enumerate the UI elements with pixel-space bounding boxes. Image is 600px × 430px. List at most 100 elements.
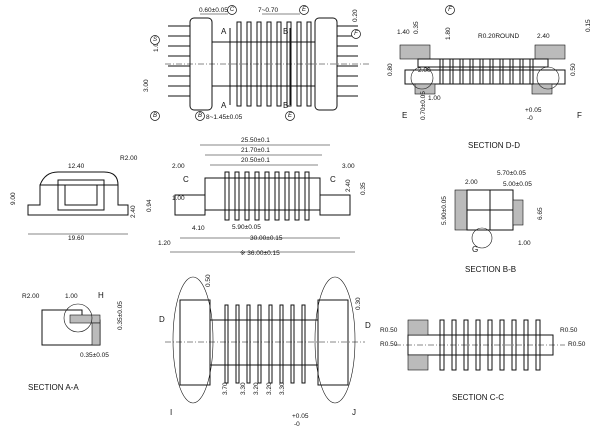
bb-dim-500: 5.00±0.05: [503, 181, 532, 188]
fc-dim-21-70: 21.70±0.1: [241, 147, 270, 154]
fin: [264, 171, 270, 221]
aa-dim-035b: 0.35±0.05: [80, 352, 109, 359]
marker-b2: B: [198, 113, 202, 119]
dim-pin-pitch: 8~1.45±0.05: [206, 114, 243, 121]
aa-dim-035: 0.35±0.05: [117, 301, 124, 330]
fc-dim-410: 4.10: [192, 225, 205, 232]
fin: [529, 58, 534, 85]
bv-label-i: I: [170, 408, 172, 417]
fin: [304, 171, 310, 221]
fin: [499, 58, 504, 85]
fin: [235, 304, 240, 384]
fc-dim-36: ※ 36.00±0.15: [240, 250, 280, 257]
fin: [284, 171, 290, 221]
dd-title: SECTION D-D: [468, 141, 520, 150]
dd-dim-round: R0.20ROUND: [478, 33, 519, 40]
fc-dim-200: 2.00: [172, 163, 185, 170]
section-a-top: A: [221, 27, 227, 36]
fc-dim-100: 1.00: [172, 195, 185, 202]
bb-label-g: G: [472, 245, 478, 254]
section-cc: R0.50 R0.50 R0.50 R0.50 SECTION C-C: [380, 319, 586, 402]
bottom-view: 0.50 0.30 D D I J 3.70 3.30 3.20 3.20 3.…: [159, 274, 371, 428]
section-a-bottom: A: [221, 101, 227, 110]
bv-dim-050: 0.50: [205, 274, 212, 287]
bv-dim-a: 3.30: [240, 382, 247, 395]
fin: [479, 58, 484, 85]
bb-dim-100: 1.00: [518, 240, 531, 247]
fin: [301, 304, 306, 384]
fin: [246, 304, 251, 384]
bv-label-d-right: D: [365, 321, 371, 330]
fin: [489, 58, 494, 85]
bv-dim-b: 3.20: [253, 382, 260, 395]
fin: [469, 58, 474, 85]
bottom-fins: [224, 304, 306, 384]
front-center-view: 25.50±0.1 21.70±0.1 20.50±0.1 3.00 2.00 …: [146, 137, 367, 257]
fc-label-c-left: C: [183, 175, 189, 184]
aa-title: SECTION A-A: [28, 383, 79, 392]
cc-dim-r050-1: R0.50: [380, 327, 398, 334]
dim-100: 1.00: [153, 39, 160, 52]
fin: [234, 171, 240, 221]
dim-020: 0.20: [352, 9, 359, 22]
fin: [290, 304, 295, 384]
fc-dim-30: 30.00±0.15: [250, 235, 283, 242]
fc-label-c-right: C: [330, 175, 336, 184]
fc-dim-120: 1.20: [158, 240, 171, 247]
dd-dim-015: 0.15: [585, 19, 592, 32]
dd-dim-180: 1.80: [445, 27, 452, 40]
cc-dim-r050-2: R0.50: [380, 341, 398, 348]
fl-dim-12-40: 12.40: [68, 163, 85, 170]
marker-f: F: [354, 31, 358, 37]
cc-dim-r050-3: R0.50: [560, 327, 578, 334]
dd-dim-240: 2.40: [537, 33, 550, 40]
fin: [224, 304, 229, 384]
bv-label-j: J: [352, 408, 356, 417]
dd-fins: [439, 58, 534, 85]
marker-s: S: [153, 37, 157, 43]
dd-label-f: F: [577, 111, 582, 120]
fc-dim-094: 0.94: [146, 199, 153, 212]
section-bb: 5.70±0.05 5.00±0.05 2.00 5.90±0.05 6.65 …: [441, 170, 544, 274]
fc-dim-25-50: 25.50±0.1: [241, 137, 270, 144]
fc-dim-590: 5.90±0.05: [232, 224, 261, 231]
marker-e: E: [302, 7, 307, 13]
dd-dim-140: 1.40: [397, 29, 410, 36]
cc-dim-r050-4: R0.50: [568, 341, 586, 348]
bv-dim-030: 0.30: [355, 297, 362, 310]
marker-b: B: [153, 113, 157, 119]
dd-dim-050: 0.50: [570, 63, 577, 76]
pins-left: [168, 25, 190, 97]
dim-060: 0.60±0.05: [199, 7, 228, 14]
fl-dim-9: 9.00: [10, 192, 17, 205]
section-b-bottom: B: [283, 101, 288, 110]
bb-title: SECTION B-B: [465, 265, 516, 274]
bv-dim-tol: +0.05: [292, 413, 309, 420]
dd-dim-035: 0.35: [413, 21, 420, 34]
fin: [274, 171, 280, 221]
bv-dim-c: 3.20: [266, 382, 273, 395]
top-view: A A B B 0.60±0.05 C 7~0.70 E 0.20 F 1.00…: [143, 5, 370, 121]
dd-dim-200: 2.00: [418, 67, 431, 74]
fin: [459, 58, 464, 85]
fc-dim-035: 0.35: [360, 182, 367, 195]
dim-300: 3.00: [143, 79, 150, 92]
fin: [224, 171, 230, 221]
bv-dim-tol2: -0: [294, 421, 300, 428]
front-fins: [224, 171, 310, 221]
fin: [509, 58, 514, 85]
dim-pitch: 7~0.70: [258, 7, 278, 14]
fc-dim-20-50: 20.50±0.1: [241, 157, 270, 164]
section-b-top: B: [283, 27, 288, 36]
bv-label-d-left: D: [159, 315, 165, 324]
bv-dim-3: 3.70: [222, 382, 229, 395]
marker-c: C: [230, 7, 235, 13]
aa-dim-r200: R2.00: [22, 293, 40, 300]
bb-dim-665: 6.65: [537, 207, 544, 220]
fc-dim-300: 3.00: [342, 163, 355, 170]
cc-title: SECTION C-C: [452, 393, 504, 402]
bb-dim-590: 5.90±0.05: [441, 196, 448, 225]
dd-dim-070: 0.70±0.05: [420, 91, 427, 120]
dd-dim-tol2: -0: [527, 115, 533, 122]
